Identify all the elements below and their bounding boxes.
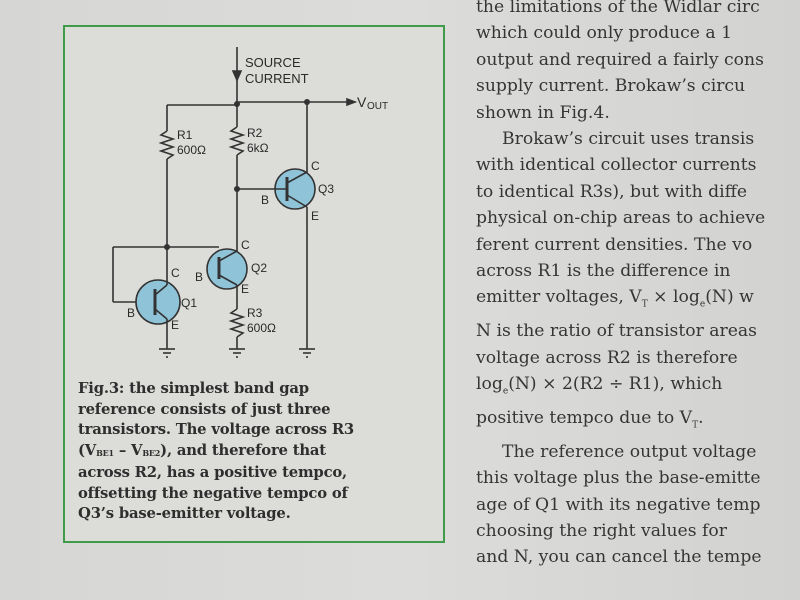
svg-text:B: B: [195, 270, 203, 284]
svg-text:600Ω: 600Ω: [247, 321, 276, 335]
svg-text:OUT: OUT: [367, 101, 388, 112]
svg-text:B: B: [261, 193, 269, 207]
svg-text:R2: R2: [247, 126, 263, 140]
svg-text:E: E: [241, 282, 249, 296]
svg-text:B: B: [127, 306, 135, 320]
resistor-r2: [228, 126, 246, 156]
source-current-arrow: [231, 47, 243, 82]
svg-text:C: C: [171, 266, 180, 280]
svg-text:R3: R3: [247, 306, 263, 320]
current-label: CURRENT: [245, 71, 309, 86]
svg-text:R1: R1: [177, 128, 193, 142]
svg-text:Q3: Q3: [318, 182, 334, 196]
transistor-q1: [135, 279, 181, 325]
ground-icon: [229, 348, 245, 358]
svg-text:Q1: Q1: [181, 296, 197, 310]
vout-label: V: [357, 94, 367, 110]
transistor-q2: [206, 248, 248, 290]
svg-text:E: E: [171, 318, 179, 332]
figure-box: SOURCE CURRENT V OUT R1 600Ω R2 6kΩ: [63, 25, 445, 543]
resistor-r1: [158, 130, 176, 160]
svg-text:6kΩ: 6kΩ: [247, 141, 269, 155]
svg-text:600Ω: 600Ω: [177, 143, 206, 157]
junction-dot: [234, 101, 240, 107]
ground-icon: [159, 348, 175, 358]
resistor-r3: [228, 308, 246, 338]
svg-text:E: E: [311, 209, 319, 223]
ground-icon: [299, 348, 315, 358]
svg-text:Q2: Q2: [251, 261, 267, 275]
circuit-schematic: SOURCE CURRENT V OUT R1 600Ω R2 6kΩ: [112, 47, 388, 358]
source-label: SOURCE: [245, 55, 301, 70]
svg-text:C: C: [311, 159, 320, 173]
svg-text:C: C: [241, 238, 250, 252]
article-body-text: the limitations of the Widlar circ which…: [476, 0, 766, 568]
figure-caption: Fig.3: the simplest band gap reference c…: [78, 380, 355, 522]
